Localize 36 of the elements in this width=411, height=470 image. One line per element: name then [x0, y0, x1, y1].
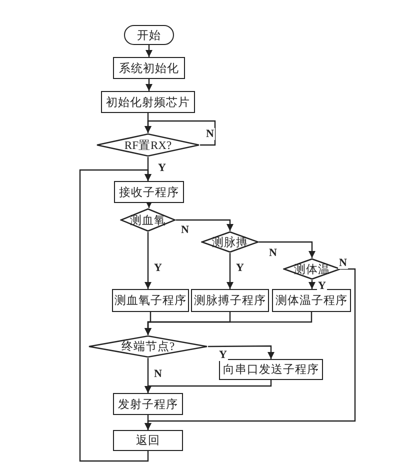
edge-label: N — [205, 128, 215, 140]
arrow — [176, 219, 234, 231]
process-box: 初始化射频芯片 — [101, 91, 195, 113]
arrow — [79, 169, 152, 462]
edge-label: Y — [218, 349, 228, 361]
arrow — [146, 79, 152, 91]
arrow — [308, 280, 316, 289]
process-box: 测脉搏子程序 — [191, 289, 269, 312]
process-box: 接收子程序 — [114, 181, 184, 203]
arrow — [208, 345, 274, 359]
decision-diamond: RF置RX? — [96, 133, 200, 157]
arrow — [144, 415, 152, 430]
start-terminal: 开始 — [124, 25, 174, 45]
edge-label: Y — [157, 162, 167, 174]
arrow — [144, 232, 152, 289]
process-box: 测体温子程序 — [272, 289, 351, 312]
edge-label: Y — [317, 280, 327, 292]
process-box: 系统初始化 — [113, 57, 185, 79]
arrow — [259, 241, 316, 258]
arrow — [144, 380, 272, 393]
edge-label: Y — [153, 262, 163, 274]
arrow — [144, 120, 216, 146]
edge-label: N — [180, 224, 190, 236]
arrow — [146, 201, 152, 208]
edge-label: N — [338, 257, 348, 269]
edge-label: N — [268, 247, 278, 259]
process-box: 返回 — [113, 430, 183, 451]
arrow — [144, 312, 312, 335]
process-box: 向串口发送子程序 — [219, 359, 323, 380]
process-box: 发射子程序 — [113, 393, 183, 415]
edge-label: N — [153, 368, 163, 380]
edge-label: Y — [235, 262, 245, 274]
arrow — [226, 253, 234, 289]
decision-diamond: 终端节点? — [88, 335, 208, 358]
arrow — [146, 45, 152, 57]
process-box: 测血氧子程序 — [112, 289, 189, 312]
